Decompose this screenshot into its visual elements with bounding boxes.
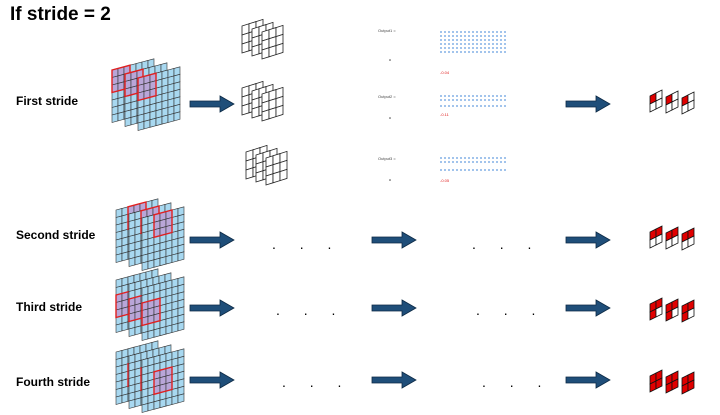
output-cube-third [649, 297, 695, 323]
receptive-window [153, 209, 173, 239]
continuation-dots: . . . [482, 374, 552, 390]
receptive-window [141, 297, 161, 327]
arrow-fourth-b [371, 371, 417, 389]
output-label-1: Output1 = [378, 28, 396, 33]
receptive-window [137, 72, 157, 102]
output-label-2: Output2 = [378, 94, 396, 99]
output-map-grid [649, 225, 663, 249]
arrow-to-kernels [189, 95, 235, 113]
kernel-grid [265, 150, 288, 186]
formula-block-1 [440, 31, 506, 53]
output-map-grid [665, 370, 679, 394]
input-channel-grid [141, 348, 185, 413]
formula-block-2 [440, 95, 506, 101]
continuation-dots: . . . [282, 374, 352, 390]
output-cube-second [649, 225, 695, 251]
arrow-fourth-a [189, 371, 235, 389]
formula-block-3 [440, 157, 506, 163]
continuation-dots: . . . [476, 302, 546, 318]
arrow-to-output [565, 95, 611, 113]
row-label-fourth: Fourth stride [16, 375, 90, 389]
output-result-1: -0.04 [440, 70, 450, 75]
output-map-grid [681, 227, 695, 251]
arrow-second-b [371, 231, 417, 249]
formula-bullet [389, 117, 391, 119]
input-channel-grid [141, 206, 185, 271]
output-map-grid [665, 298, 679, 322]
output-map-grid [665, 90, 679, 114]
arrow-third-a [189, 299, 235, 317]
arrow-second-c [565, 231, 611, 249]
output-cube-fourth [649, 369, 695, 395]
kernel-grid [261, 86, 284, 122]
formula-bullet [389, 59, 391, 61]
kernel-stack-2 [241, 80, 284, 122]
input-channel-grid [137, 66, 181, 131]
diagram-title: If stride = 2 [10, 4, 111, 25]
kernel-grid [261, 24, 284, 60]
output-map-grid [649, 369, 663, 393]
input-volume-fourth [115, 340, 185, 413]
receptive-window [153, 366, 173, 396]
output-cube-first [649, 89, 695, 115]
output-map-grid [681, 371, 695, 395]
output-map-grid [649, 297, 663, 321]
kernel-stack-1 [241, 18, 284, 60]
output-map-grid [649, 89, 663, 113]
continuation-dots: . . . [472, 236, 542, 252]
output-map-grid [681, 91, 695, 115]
row-label-third: Third stride [16, 300, 83, 314]
arrow-second-a [189, 231, 235, 249]
arrow-fourth-c [565, 371, 611, 389]
output-result-2: -0.11 [440, 112, 449, 117]
input-volume-second [115, 198, 185, 271]
input-volume-first [111, 58, 181, 131]
output-map-grid [681, 299, 695, 323]
row-label-second: Second stride [16, 228, 96, 242]
input-channel-grid [141, 276, 185, 341]
continuation-dots: . . . [272, 236, 342, 252]
kernel-stack-3 [245, 144, 288, 186]
output-map-grid [665, 226, 679, 250]
formula-bullet [389, 179, 391, 181]
continuation-dots: . . . [276, 302, 346, 318]
input-volume-third [115, 268, 185, 341]
row-label-first: First stride [16, 94, 79, 108]
arrow-third-c [565, 299, 611, 317]
output-result-3: -0.05 [440, 178, 450, 183]
output-label-3: Output3 = [378, 156, 396, 161]
arrow-third-b [371, 299, 417, 317]
